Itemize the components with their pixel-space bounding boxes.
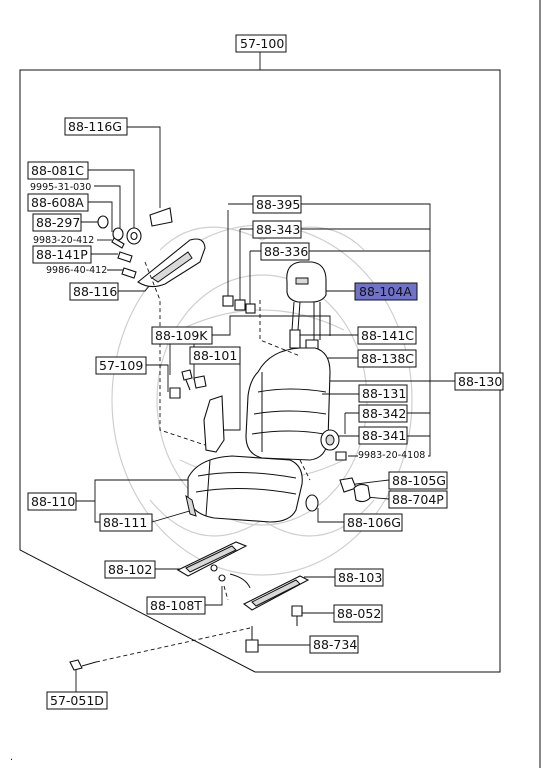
callout-88-116[interactable]: 88-116 — [69, 282, 119, 301]
callout-88-109K[interactable]: 88-109K — [151, 326, 213, 345]
svg-text:88-734: 88-734 — [313, 637, 357, 652]
callout-88-141P[interactable]: 88-141P — [32, 245, 92, 264]
callout-57-109[interactable]: 57-109 — [95, 356, 147, 375]
assembly-frame — [19, 52, 501, 673]
svg-text:88-103: 88-103 — [338, 570, 382, 585]
callout-88-106G[interactable]: 88-106G — [343, 513, 403, 532]
washer-icon — [305, 494, 319, 512]
callout-88-341[interactable]: 88-341 — [358, 426, 408, 445]
svg-text:88-343: 88-343 — [256, 222, 300, 237]
bushing-icon — [222, 295, 256, 314]
callout-9983-20-412: 9983-20-412 — [33, 235, 94, 246]
callout-88-297[interactable]: 88-297 — [32, 213, 82, 232]
svg-text:88-116: 88-116 — [73, 284, 117, 299]
callout-88-608A[interactable]: 88-608A — [27, 193, 89, 212]
svg-text:88-111: 88-111 — [103, 515, 147, 530]
callout-88-052[interactable]: 88-052 — [333, 604, 383, 623]
callout-88-116G[interactable]: 88-116G — [64, 117, 128, 136]
svg-text:88-342: 88-342 — [362, 406, 406, 421]
callout-57-051D[interactable]: 57-051D — [46, 691, 108, 710]
svg-text:88-336: 88-336 — [264, 244, 308, 259]
callout-9995-31-030: 9995-31-030 — [30, 182, 91, 193]
svg-text:57-100: 57-100 — [240, 36, 284, 51]
seat-back-bracket-icon — [203, 395, 225, 453]
callout-88-131[interactable]: 88-131 — [358, 384, 408, 403]
callout-88-138C[interactable]: 88-138C — [357, 349, 417, 368]
svg-text:88-131: 88-131 — [362, 386, 406, 401]
callout-88-342[interactable]: 88-342 — [358, 404, 408, 423]
callout-9986-40-412: 9986-40-412 — [46, 265, 107, 276]
bolt-icon — [69, 659, 97, 671]
bolt-icon — [291, 605, 303, 626]
svg-text:88-141C: 88-141C — [361, 328, 414, 343]
svg-text:57-109: 57-109 — [99, 358, 143, 373]
callout-88-704P[interactable]: 88-704P — [388, 490, 448, 509]
callout-88-734[interactable]: 88-734 — [309, 635, 359, 654]
bolt-icon — [245, 626, 259, 653]
callout-88-102[interactable]: 88-102 — [104, 560, 156, 579]
svg-text:88-104A: 88-104A — [359, 284, 412, 299]
svg-text:88-704P: 88-704P — [392, 492, 444, 507]
svg-text:88-297: 88-297 — [36, 215, 80, 230]
recliner-knob-icon — [320, 429, 340, 451]
page-mark: . — [10, 752, 13, 763]
svg-text:88-081C: 88-081C — [31, 163, 84, 178]
svg-text:88-052: 88-052 — [337, 606, 381, 621]
svg-text:88-110: 88-110 — [31, 494, 75, 509]
seat-rail-icon — [229, 573, 310, 611]
svg-text:88-105G: 88-105G — [392, 473, 446, 488]
callout-88-104A[interactable]: 88-104A — [354, 282, 418, 301]
svg-text:88-106G: 88-106G — [347, 515, 401, 530]
svg-text:88-102: 88-102 — [108, 562, 152, 577]
callout-88-101[interactable]: 88-101 — [189, 346, 241, 365]
seat-cushion-icon — [185, 455, 303, 523]
seat-rail-icon — [176, 541, 248, 582]
callout-88-110[interactable]: 88-110 — [27, 492, 77, 511]
svg-text:88-101: 88-101 — [193, 348, 237, 363]
callout-57-100[interactable]: 57-100 — [235, 34, 287, 53]
svg-text:88-130: 88-130 — [458, 374, 502, 389]
svg-text:88-341: 88-341 — [362, 428, 406, 443]
callout-9983-20-4108: 9983-20-4108 — [358, 450, 425, 461]
callout-88-105G[interactable]: 88-105G — [388, 471, 448, 490]
svg-text:88-141P: 88-141P — [36, 247, 88, 262]
callout-88-081C[interactable]: 88-081C — [27, 161, 89, 180]
callout-88-103[interactable]: 88-103 — [334, 568, 384, 587]
bolt-icon — [169, 369, 207, 399]
nut-icon — [339, 477, 371, 503]
callout-88-336[interactable]: 88-336 — [260, 242, 310, 261]
svg-text:88-138C: 88-138C — [361, 351, 414, 366]
callout-88-343[interactable]: 88-343 — [252, 220, 302, 239]
callout-88-141C[interactable]: 88-141C — [357, 326, 417, 345]
callout-88-108T[interactable]: 88-108T — [146, 596, 206, 615]
svg-text:88-109K: 88-109K — [155, 328, 208, 343]
callout-88-111[interactable]: 88-111 — [99, 513, 153, 532]
recliner-cover-icon — [137, 207, 206, 288]
callout-88-130[interactable]: 88-130 — [454, 372, 504, 391]
svg-text:88-608A: 88-608A — [31, 195, 84, 210]
svg-text:57-051D: 57-051D — [50, 693, 104, 708]
seat-back-icon — [245, 347, 331, 461]
svg-text:88-395: 88-395 — [256, 197, 300, 212]
svg-text:88-108T: 88-108T — [150, 598, 202, 613]
bolt-icon — [111, 237, 137, 279]
washer-icon — [97, 215, 142, 245]
callout-88-395[interactable]: 88-395 — [252, 195, 302, 214]
bolt-icon — [335, 451, 347, 461]
headrest-icon — [286, 261, 327, 340]
svg-text:88-116G: 88-116G — [68, 119, 122, 134]
